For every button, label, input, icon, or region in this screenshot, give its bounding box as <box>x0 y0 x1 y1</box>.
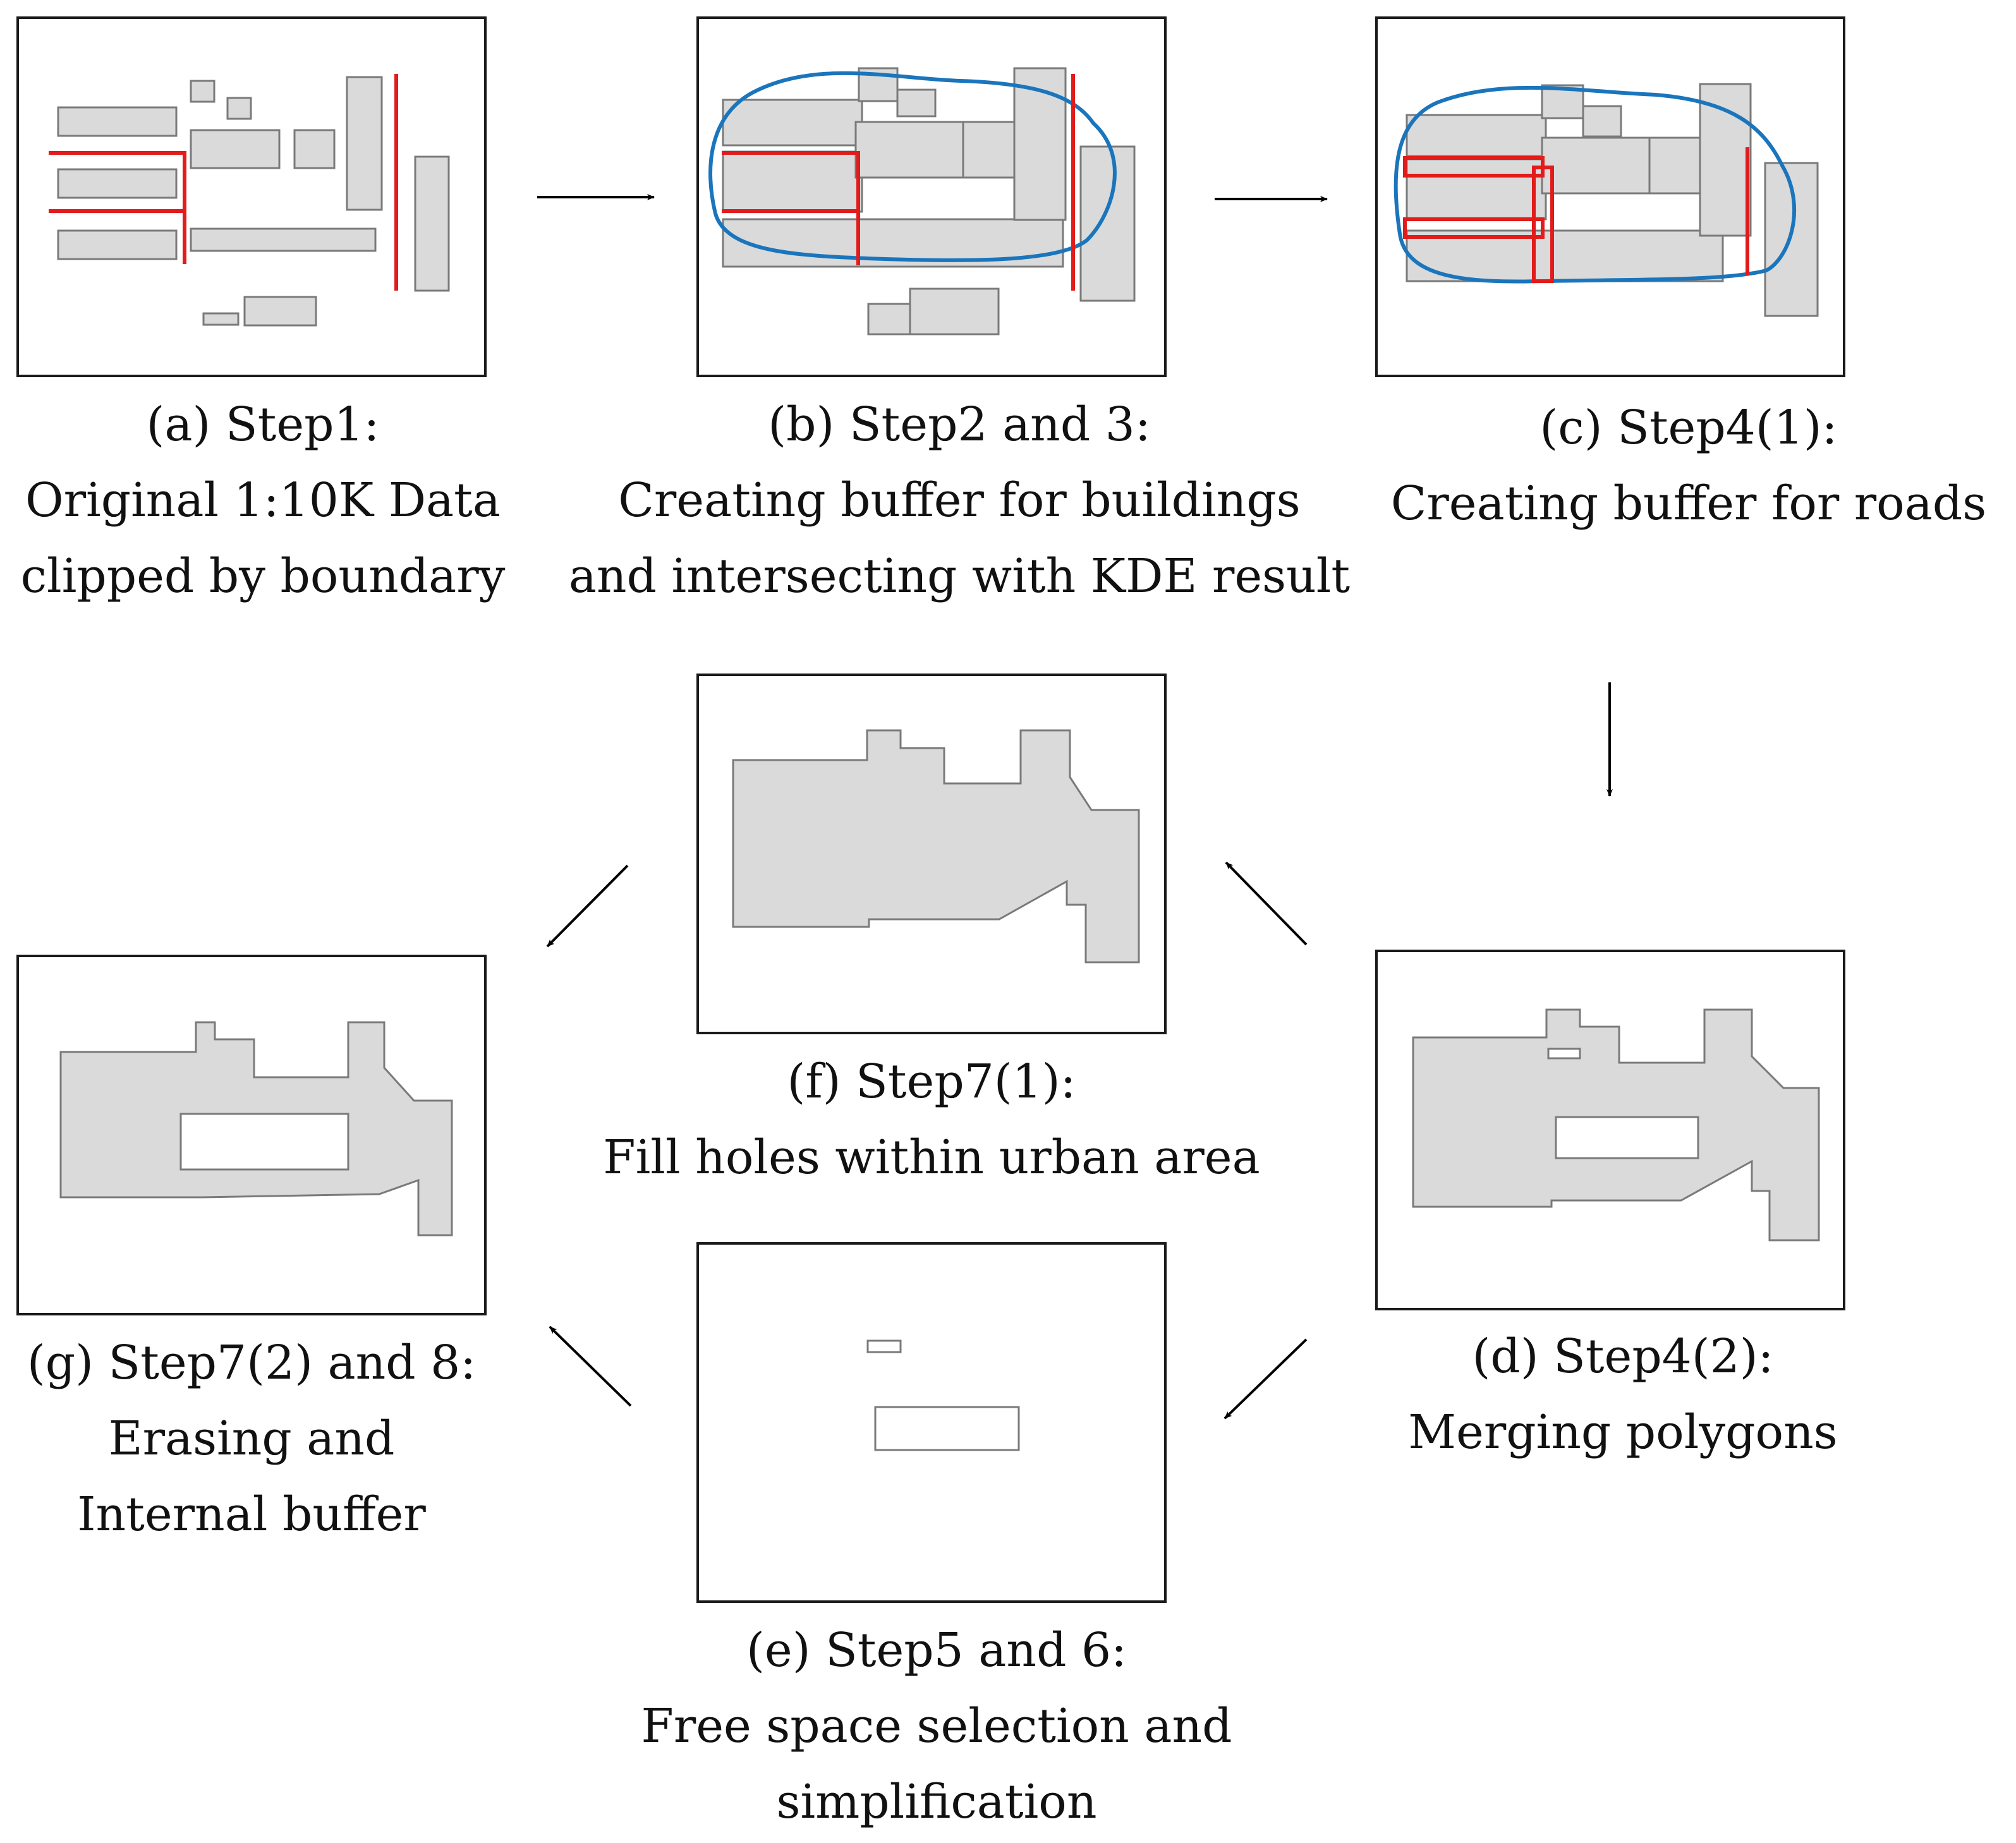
panel-c-buildings <box>1406 83 1819 317</box>
caption-c-line2: Creating buffer for roads <box>1391 476 1986 531</box>
caption-d-line1: (d) Step4(2): <box>1472 1329 1773 1384</box>
panel-a <box>16 16 487 377</box>
panel-e <box>696 1242 1167 1603</box>
caption-c-line1: (c) Step4(1): <box>1539 401 1837 455</box>
caption-e-line1: (e) Step5 and 6: <box>746 1623 1127 1677</box>
panel-b-roads <box>722 74 1075 291</box>
caption-a-line1: (a) Step1: <box>147 397 380 452</box>
caption-f-line1: (f) Step7(1): <box>787 1054 1076 1109</box>
arrow-e-to-g <box>549 1326 632 1407</box>
panel-b-buildings <box>722 67 1136 335</box>
arrow-d-to-f <box>1225 861 1308 946</box>
caption-a: (a) Step1: Original 1:10K Data clipped b… <box>21 397 506 603</box>
panel-d <box>1375 950 1845 1310</box>
caption-g: (g) Step7(2) and 8: Erasing and Internal… <box>27 1336 476 1542</box>
caption-b-line3: and intersecting with KDE result <box>569 549 1351 603</box>
caption-g-line3: Internal buffer <box>77 1487 426 1542</box>
panel-c-kde-buffer <box>1394 85 1797 284</box>
caption-b-line1: (b) Step2 and 3: <box>768 397 1151 452</box>
panel-g <box>16 955 487 1315</box>
panel-f <box>696 674 1167 1034</box>
panel-c <box>1375 16 1845 377</box>
caption-b: (b) Step2 and 3: Creating buffer for bui… <box>569 397 1351 603</box>
flow-arrows <box>537 194 1613 1420</box>
caption-g-line2: Erasing and <box>109 1411 395 1466</box>
caption-a-line3: clipped by boundary <box>21 549 506 603</box>
caption-a-line2: Original 1:10K Data <box>25 473 501 528</box>
caption-e-line2: Free space selection and <box>641 1699 1232 1753</box>
panel-d-hole-large <box>1555 1116 1699 1159</box>
panel-a-roads <box>49 74 398 291</box>
caption-b-line2: Creating buffer for buildings <box>618 473 1300 528</box>
caption-d: (d) Step4(2): Merging polygons <box>1408 1329 1837 1459</box>
panel-a-buildings <box>57 76 450 327</box>
panel-c-road-buffers <box>1403 147 1749 283</box>
arrow-f-to-g <box>546 864 629 948</box>
caption-e: (e) Step5 and 6: Free space selection an… <box>641 1623 1232 1829</box>
caption-e-line3: simplification <box>776 1775 1096 1829</box>
caption-g-line1: (g) Step7(2) and 8: <box>27 1336 476 1390</box>
panel-b-kde-buffer <box>708 71 1117 262</box>
panel-b <box>696 16 1167 377</box>
panel-d-hole-small <box>1547 1048 1581 1060</box>
panel-e-free-space-small <box>866 1339 902 1353</box>
panel-e-free-space-large <box>874 1406 1020 1451</box>
caption-d-line2: Merging polygons <box>1408 1405 1837 1459</box>
caption-f-line2: Fill holes within urban area <box>603 1130 1260 1185</box>
caption-f: (f) Step7(1): Fill holes within urban ar… <box>603 1054 1260 1185</box>
arrow-d-to-e <box>1224 1338 1308 1420</box>
panel-g-erased-area <box>179 1113 349 1171</box>
caption-c: (c) Step4(1): Creating buffer for roads <box>1391 401 1986 531</box>
panel-f-filled-polygon <box>732 729 1140 964</box>
